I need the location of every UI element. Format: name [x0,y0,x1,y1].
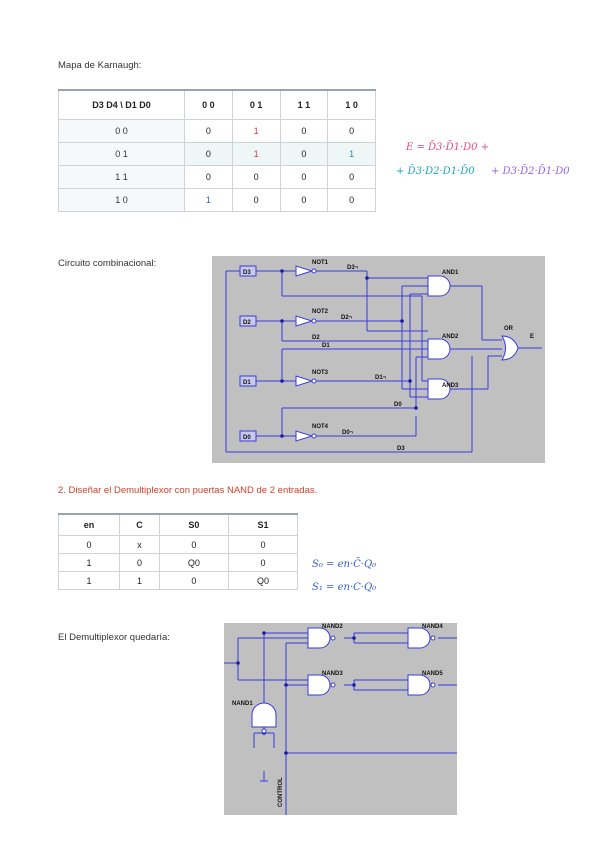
svg-text:D0¬: D0¬ [342,430,354,436]
svg-text:AND2: AND2 [442,334,459,340]
svg-text:NAND1: NAND1 [232,701,253,707]
table-cell: 1 [184,188,233,212]
svg-text:D3: D3 [397,446,405,452]
truth-table: en C S0 S1 0 x 0 0 1 0 Q0 0 1 1 0 Q0 [57,513,299,590]
truth-col-header: S0 [158,513,229,536]
table-row: 0 1 0 1 0 1 [58,142,376,166]
table-cell: 0 [158,571,229,590]
svg-text:CONTROL: CONTROL [278,777,284,807]
svg-text:D3¬: D3¬ [347,265,359,271]
svg-text:NAND4: NAND4 [422,624,443,630]
truth-col-header: en [57,513,121,536]
table-cell: 0 [327,188,376,212]
svg-text:D1¬: D1¬ [375,375,387,381]
svg-text:NOT3: NOT3 [312,370,329,376]
table-cell: 1 [327,142,376,166]
svg-text:D0: D0 [394,402,402,408]
table-cell: Q0 [227,571,299,590]
svg-text:E: E [530,334,534,340]
table-cell: 1 [57,553,121,572]
karnaugh-col-header: 1 1 [279,89,329,120]
karnaugh-col-header: 1 0 [327,89,376,120]
table-cell: 0 [184,119,233,143]
truth-col-header: C [119,513,160,536]
table-row: 0 0 0 1 0 0 [58,119,376,143]
karnaugh-corner-header: D3 D4 \ D1 D0 [58,89,185,120]
table-cell: 1 [119,571,160,590]
table-cell: 0 [119,553,160,572]
demux-diagram: NAND2 NAND4 NAND3 NAND5 NAND1 CONTROL [224,624,457,815]
karnaugh-row-header: 0 1 [58,142,185,166]
table-row: 1 1 0 Q0 [57,571,299,590]
equation-line-1: E = D̄3·D̄1·D0 + [406,142,490,153]
svg-text:NAND5: NAND5 [422,671,443,677]
svg-text:NOT1: NOT1 [312,260,329,266]
demux-title: El Demultiplexor quedaría: [58,632,170,643]
table-cell: 0 [227,553,299,572]
equation-line-2a: + D̄3·D2·D1·D̄0 [396,166,475,177]
demux-circuit: NAND2 NAND4 NAND3 NAND5 NAND1 CONTROL [224,623,457,815]
table-cell: 0 [279,119,329,143]
table-cell: 0 [279,188,329,212]
table-row: 1 0 1 0 0 0 [58,188,376,212]
table-row: 0 x 0 0 [57,535,299,554]
karnaugh-table: D3 D4 \ D1 D0 0 0 0 1 1 1 1 0 0 0 0 1 0 … [58,89,376,212]
section2-heading: 2. Diseñar el Demultiplexor con puertas … [58,485,318,496]
circuit-title: Circuito combinacional: [58,258,157,269]
table-cell: 1 [231,142,281,166]
table-cell: 0 [184,142,233,166]
karnaugh-title: Mapa de Karnaugh: [58,60,142,71]
svg-text:AND3: AND3 [442,383,459,389]
karnaugh-row-header: 0 0 [58,119,185,143]
table-cell: 1 [231,119,281,143]
table-cell: 0 [279,165,329,189]
truth-header-row: en C S0 S1 [57,513,299,536]
karnaugh-row-header: 1 1 [58,165,185,189]
table-cell: 0 [231,165,281,189]
table-cell: 1 [57,571,121,590]
svg-text:D2: D2 [312,335,320,341]
equation-line-2b: + D3·D̄2·D̄1·D0 [491,166,570,177]
input-d3-label: D3 [243,270,251,276]
table-cell: x [119,535,160,554]
table-cell: 0 [227,535,299,554]
table-cell: 0 [327,119,376,143]
equation-s0: S₀ = en·C̄·Q₀ [312,559,377,570]
table-row: 1 1 0 0 0 0 [58,165,376,189]
table-cell: 0 [279,142,329,166]
karnaugh-header-row: D3 D4 \ D1 D0 0 0 0 1 1 1 1 0 [58,89,376,120]
table-cell: 0 [327,165,376,189]
svg-text:D1: D1 [322,343,330,349]
table-cell: Q0 [158,553,229,572]
input-d1-label: D1 [243,380,251,386]
svg-text:NOT2: NOT2 [312,309,329,315]
table-cell: 0 [231,188,281,212]
truth-col-header: S1 [227,513,299,536]
svg-text:NAND3: NAND3 [322,671,343,677]
svg-text:OR: OR [504,326,514,332]
equation-s1: S₁ = en·C·Q₀ [312,582,377,593]
svg-text:AND1: AND1 [442,270,459,276]
circuit-diagram: D3 D2 D1 D0 NOT1 NOT2 NOT3 NOT4 D3¬ D2¬ … [225,260,542,453]
input-d2-label: D2 [243,320,251,326]
karnaugh-col-header: 0 0 [184,89,233,120]
table-cell: 0 [57,535,121,554]
karnaugh-col-header: 0 1 [231,89,281,120]
table-cell: 0 [158,535,229,554]
svg-text:NOT4: NOT4 [312,424,329,430]
table-row: 1 0 Q0 0 [57,553,299,572]
karnaugh-row-header: 1 0 [58,188,185,212]
table-cell: 0 [184,165,233,189]
combinational-circuit: D3 D2 D1 D0 NOT1 NOT2 NOT3 NOT4 D3¬ D2¬ … [212,256,545,463]
svg-text:NAND2: NAND2 [322,624,343,630]
svg-text:D2¬: D2¬ [341,315,353,321]
input-d0-label: D0 [243,435,251,441]
